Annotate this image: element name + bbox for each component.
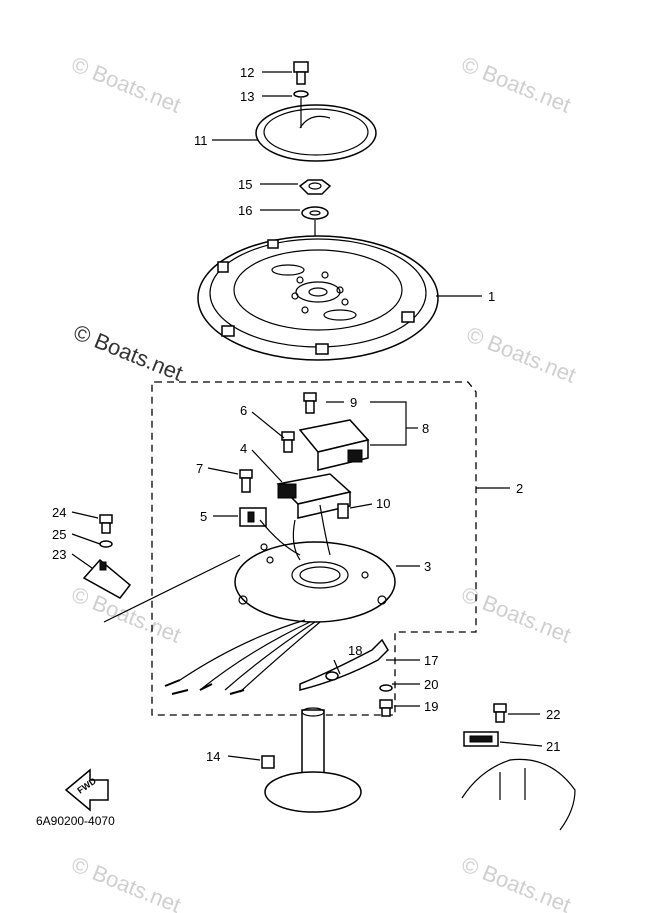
callout-1[interactable]: 1 [488, 289, 495, 304]
watermark-7: © Boats.net [68, 851, 184, 913]
wire-harness [164, 504, 331, 695]
part-3-stator-base[interactable] [234, 541, 396, 623]
part-24-bolt[interactable] [99, 514, 113, 534]
callout-12[interactable]: 12 [240, 65, 254, 80]
part-19-bolt[interactable] [379, 699, 393, 717]
callout-23[interactable]: 23 [52, 547, 66, 562]
callout-10[interactable]: 10 [376, 496, 390, 511]
engine-block-fragment [461, 758, 576, 831]
crankshaft-base [264, 707, 362, 813]
callout-16[interactable]: 16 [238, 203, 252, 218]
part-16-washer[interactable] [301, 206, 329, 220]
callout-25[interactable]: 25 [52, 527, 66, 542]
watermark-4: © Boats.net [463, 321, 579, 387]
part-8-coil[interactable] [298, 419, 370, 471]
callout-5[interactable]: 5 [200, 509, 207, 524]
callout-labels: 12 13 11 15 16 1 9 8 6 4 7 2 10 5 24 25 … [52, 65, 560, 764]
leader-lines [71, 71, 543, 761]
diagram-code: 6A90200-4070 [36, 814, 115, 828]
part-15-nut[interactable] [298, 179, 332, 195]
watermark-2: © Boats.net [458, 51, 574, 117]
part-23-bracket[interactable] [82, 558, 132, 599]
part-14-key[interactable] [261, 755, 275, 769]
part-13-washer[interactable] [293, 90, 309, 98]
callout-21[interactable]: 21 [546, 739, 560, 754]
part-20-washer[interactable] [379, 684, 393, 692]
callout-20[interactable]: 20 [424, 677, 438, 692]
callout-18[interactable]: 18 [348, 643, 362, 658]
callout-14[interactable]: 14 [206, 749, 220, 764]
callout-22[interactable]: 22 [546, 707, 560, 722]
callout-9[interactable]: 9 [350, 395, 357, 410]
callout-15[interactable]: 15 [238, 177, 252, 192]
callout-11[interactable]: 11 [194, 133, 208, 148]
part-12-bolt[interactable] [293, 61, 309, 85]
callout-6[interactable]: 6 [240, 403, 247, 418]
assembly-2-boundary [151, 381, 477, 716]
callout-17[interactable]: 17 [424, 653, 438, 668]
callout-24[interactable]: 24 [52, 505, 66, 520]
part-21-bracket[interactable] [463, 731, 499, 747]
part-22-bolt[interactable] [493, 703, 507, 723]
part-10-screw[interactable] [337, 503, 349, 519]
part-11-cover-plate[interactable] [255, 98, 377, 162]
part-4-coil[interactable] [276, 473, 352, 519]
callout-4[interactable]: 4 [240, 441, 247, 456]
callout-13[interactable]: 13 [240, 89, 254, 104]
part-5-connector[interactable] [239, 507, 267, 527]
watermark-8: © Boats.net [458, 851, 574, 913]
part-7-bolt[interactable] [239, 469, 253, 493]
callout-8[interactable]: 8 [422, 421, 429, 436]
callout-7[interactable]: 7 [196, 461, 203, 476]
part-25-washer[interactable] [99, 540, 113, 548]
callout-3[interactable]: 3 [424, 559, 431, 574]
part-17-ground-lead[interactable] [299, 638, 389, 691]
callout-19[interactable]: 19 [424, 699, 438, 714]
watermark-6: © Boats.net [458, 581, 574, 647]
part-1-flywheel[interactable] [197, 235, 439, 361]
watermark-1: © Boats.net [68, 51, 184, 117]
callout-2[interactable]: 2 [516, 481, 523, 496]
watermark-3: © Boats.net [70, 319, 186, 385]
part-18-grommet[interactable] [325, 671, 339, 681]
part-6-bolt[interactable] [281, 431, 295, 453]
part-9-bolt[interactable] [303, 392, 317, 414]
fwd-arrow-icon: FWD [64, 768, 109, 812]
